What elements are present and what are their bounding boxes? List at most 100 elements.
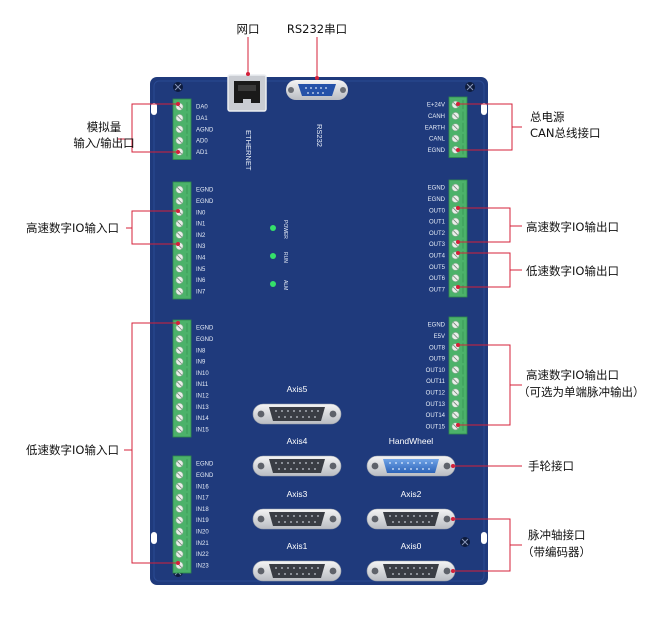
terminal-pin-label: OUT9: [429, 357, 446, 363]
terminal-screw-icon[interactable]: [451, 123, 460, 132]
terminal-screw-icon[interactable]: [175, 253, 184, 262]
terminal-screw-icon[interactable]: [175, 185, 184, 194]
terminal-pin-label: OUT7: [429, 287, 446, 293]
terminal-screw-icon[interactable]: [451, 183, 460, 192]
callout-power-line2: CAN总线接口: [530, 126, 601, 140]
terminal-pin-label: DA0: [196, 105, 208, 111]
terminal-pin-label: IN21: [196, 541, 209, 547]
axis2-connector-icon[interactable]: [366, 508, 456, 530]
terminal-screw-icon[interactable]: [451, 388, 460, 397]
terminal-pin-label: IN3: [196, 244, 206, 250]
terminal-screw-icon[interactable]: [175, 287, 184, 296]
terminal-screw-icon[interactable]: [175, 197, 184, 205]
terminal-screw-icon[interactable]: [451, 262, 460, 271]
terminal-screw-icon[interactable]: [451, 377, 460, 386]
terminal-pin-label: OUT13: [426, 402, 446, 408]
terminal-screw-icon[interactable]: [451, 217, 460, 226]
terminal-screw-icon[interactable]: [175, 516, 184, 525]
terminal-screw-icon[interactable]: [451, 228, 460, 237]
connector-label: Axis5: [287, 384, 308, 394]
terminal-screw-icon[interactable]: [451, 332, 460, 340]
terminal-screw-icon[interactable]: [175, 125, 184, 134]
handwheel-connector-icon[interactable]: [366, 455, 456, 477]
rs232-port-icon: [286, 80, 348, 100]
terminal-screw-icon[interactable]: [175, 230, 184, 239]
terminal-pin-label: OUT8: [429, 345, 446, 351]
terminal-screw-icon[interactable]: [175, 368, 184, 377]
callout-handwheel: 手轮接口: [528, 459, 574, 473]
terminal-pin-label: IN5: [196, 267, 206, 273]
terminal-screw-icon[interactable]: [175, 414, 184, 422]
callout-analog-line1: 模拟量: [87, 120, 122, 134]
terminal-screw-icon[interactable]: [451, 195, 460, 203]
connector-label: Axis3: [287, 489, 308, 499]
terminal-screw-icon[interactable]: [451, 354, 460, 363]
terminal-pin-label: E+24V: [427, 103, 445, 109]
terminal-screw-icon[interactable]: [175, 276, 184, 284]
terminal-screw-icon[interactable]: [175, 459, 184, 468]
terminal-screw-icon[interactable]: [451, 134, 460, 143]
terminal-pin-label: AD1: [196, 150, 208, 156]
terminal-screw-icon[interactable]: [175, 527, 184, 536]
terminal-screw-icon[interactable]: [175, 391, 184, 400]
terminal-screw-icon[interactable]: [175, 425, 184, 434]
terminal-pin-label: IN19: [196, 518, 209, 524]
terminal-screw-icon[interactable]: [175, 471, 184, 479]
axis4-connector-icon[interactable]: [252, 455, 342, 477]
terminal-pin-label: CANH: [428, 114, 445, 120]
callout-analog-line2: 输入/输出口: [73, 136, 134, 150]
terminal-screw-icon[interactable]: [175, 219, 184, 228]
terminal-screw-icon[interactable]: [175, 482, 184, 491]
terminal-pin-label: OUT3: [429, 242, 446, 248]
terminal-screw-icon[interactable]: [175, 357, 184, 366]
terminal-pin-label: EGND: [196, 473, 214, 479]
terminal-pin-label: IN11: [196, 382, 209, 388]
terminal-pin-label: EGND: [428, 323, 446, 329]
terminal-screw-icon[interactable]: [175, 346, 184, 355]
axis0-connector-icon[interactable]: [366, 560, 456, 582]
axis3-connector-icon[interactable]: [252, 508, 342, 530]
terminal-pin-label: OUT15: [426, 424, 446, 430]
terminal-screw-icon[interactable]: [175, 136, 184, 145]
mounting-screw-icon: [460, 537, 470, 547]
alm-led-icon: [270, 281, 276, 287]
terminal-screw-icon[interactable]: [451, 411, 460, 419]
terminal-screw-icon[interactable]: [175, 264, 184, 273]
terminal-pin-label: IN23: [196, 563, 209, 569]
terminal-pin-label: EGND: [196, 337, 214, 343]
axis5-connector-icon[interactable]: [252, 403, 342, 425]
led-label-alm: ALM: [282, 280, 288, 290]
terminal-pin-label: EGND: [196, 199, 214, 205]
terminal-pin-label: IN6: [196, 278, 206, 284]
terminal-screw-icon[interactable]: [175, 402, 184, 411]
connector-label: HandWheel: [389, 436, 434, 446]
terminal-screw-icon[interactable]: [175, 335, 184, 343]
terminal-screw-icon[interactable]: [175, 538, 184, 547]
terminal-screw-icon[interactable]: [175, 114, 184, 122]
terminal-pin-label: OUT2: [429, 231, 446, 237]
terminal-pin-label: IN0: [196, 210, 206, 216]
rs232-label: RS232: [315, 124, 324, 147]
terminal-screw-icon[interactable]: [175, 493, 184, 502]
terminal-screw-icon[interactable]: [451, 112, 460, 120]
terminal-screw-icon[interactable]: [175, 550, 184, 558]
terminal-screw-icon[interactable]: [175, 323, 184, 332]
connector-label: Axis0: [401, 541, 422, 551]
terminal-pin-label: IN17: [196, 496, 209, 502]
terminal-screw-icon[interactable]: [175, 504, 184, 513]
terminal-pin-label: IN20: [196, 529, 209, 535]
led-label-run: RUN: [282, 252, 288, 263]
terminal-screw-icon[interactable]: [451, 365, 460, 374]
terminal-screw-icon[interactable]: [451, 320, 460, 329]
terminal-screw-icon[interactable]: [451, 399, 460, 408]
terminal-pin-label: IN13: [196, 405, 209, 411]
callout-hs-digital-in: 高速数字IO输入口: [26, 221, 119, 235]
terminal-pin-label: IN12: [196, 393, 209, 399]
terminal-screw-icon[interactable]: [451, 274, 460, 282]
terminal-screw-icon[interactable]: [175, 380, 184, 389]
axis1-connector-icon[interactable]: [252, 560, 342, 582]
